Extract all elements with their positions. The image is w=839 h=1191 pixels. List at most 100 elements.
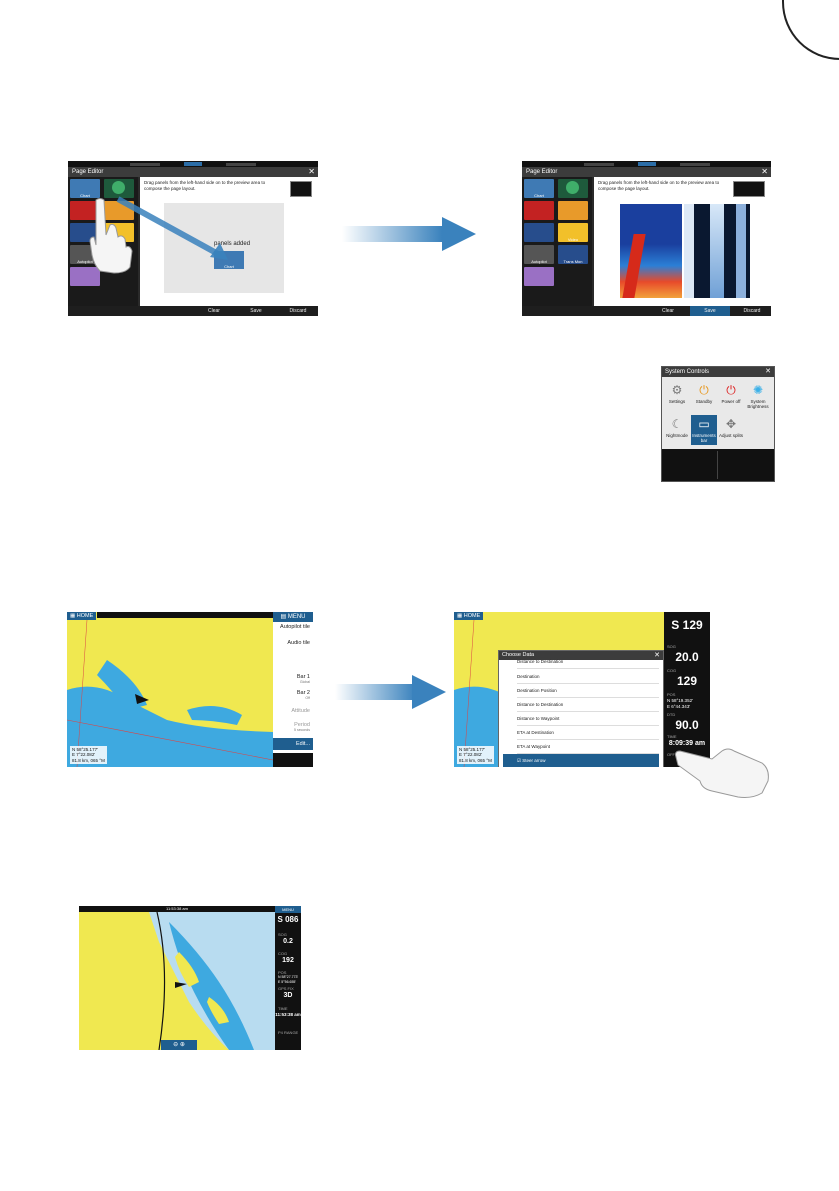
sonar-preview — [620, 204, 682, 298]
dialog-title: Page Editor✕ — [522, 167, 771, 177]
clear-button[interactable]: Clear — [208, 308, 220, 314]
instruments-bar-button[interactable]: ▭Instruments bar — [691, 415, 717, 445]
time-label: TIME — [278, 1006, 288, 1011]
home-icon: ▦ — [457, 613, 464, 619]
range-label: P4 RANGE — [278, 1030, 299, 1035]
autopilot-tile[interactable]: Autopilot — [524, 245, 554, 264]
layout-thumb[interactable] — [733, 181, 765, 197]
chart-tile[interactable]: Chart — [70, 179, 100, 198]
choose-data-screenshot: ▦ HOME N 58°25.177'E 7°22.082'81.8 km, 0… — [454, 612, 710, 767]
attitude-item[interactable]: Attitude — [291, 708, 310, 714]
instruments-bar: S 129 SOG 20.0 COG 129 POS N 58°19.352'E… — [664, 612, 710, 767]
transition-arrow-head — [442, 217, 476, 251]
status-bar — [68, 161, 318, 167]
discard-button[interactable]: Discard — [743, 308, 761, 314]
data-option[interactable]: ETA at Waypoint — [517, 740, 659, 754]
hand-pointer-icon — [675, 748, 769, 798]
editor-bottom-bar: Clear Save Discard — [68, 306, 318, 316]
video-tile[interactable]: Video — [558, 223, 588, 242]
save-button[interactable]: Save — [250, 308, 262, 314]
adjust-splits-button[interactable]: ✥Adjust splits — [718, 417, 743, 438]
preview-area[interactable]: Drag panels from the left-hand side on t… — [140, 177, 318, 306]
nav-tile[interactable] — [524, 267, 554, 286]
cog-label: COG — [667, 668, 677, 673]
editor-bottom-bar: Clear Save Discard — [522, 306, 771, 316]
preview-canvas[interactable]: panels added Chart — [164, 203, 284, 293]
close-icon[interactable]: ✕ — [654, 652, 660, 659]
standby-button[interactable]: ⏻Standby — [691, 381, 717, 411]
data-option[interactable]: Destination — [517, 670, 659, 684]
preview-placeholder-text: panels added — [214, 241, 251, 247]
sonichub-tile[interactable] — [524, 223, 554, 242]
radar-tile[interactable] — [104, 179, 134, 198]
transition-arrow-shaft — [342, 226, 442, 242]
data-option[interactable]: Distance to Waypoint — [517, 712, 659, 726]
sog-label: SOG — [667, 644, 676, 649]
status-bar — [522, 161, 771, 167]
nightmode-button[interactable]: ☾Nightmode — [664, 415, 690, 445]
home-button[interactable]: ▦ HOME — [67, 612, 97, 620]
hand-pointer-icon — [89, 198, 133, 274]
status-bar: 11:53:38 am — [79, 906, 275, 912]
chart-tile[interactable]: Chart — [524, 179, 554, 198]
close-icon[interactable]: ✕ — [765, 368, 771, 375]
background-screen — [662, 449, 774, 481]
cog-value: 192 — [282, 957, 294, 964]
menu-button[interactable]: ▤ MENU — [273, 612, 313, 622]
data-option[interactable]: Distance to Destination — [517, 698, 659, 712]
radar-tile[interactable] — [558, 179, 588, 198]
zoom-in-icon[interactable]: ⊕ — [179, 1042, 185, 1048]
sonar-tile[interactable] — [70, 201, 100, 220]
adjust-splits-icon: ✥ — [725, 417, 737, 431]
chart-map — [79, 912, 275, 1050]
data-option[interactable]: ETA at Destination — [517, 726, 659, 740]
nav-tile[interactable] — [70, 267, 100, 286]
close-icon[interactable]: ✕ — [761, 167, 768, 176]
heading-value: S 086 — [277, 915, 299, 924]
instruction-text: Drag panels from the left-hand side on t… — [598, 180, 720, 191]
save-button[interactable]: Save — [690, 306, 730, 316]
clear-button[interactable]: Clear — [662, 308, 674, 314]
sonar-tile[interactable] — [524, 201, 554, 220]
home-button[interactable]: ▦ HOME — [454, 612, 484, 620]
menu-button[interactable]: MENU — [275, 906, 301, 913]
zoom-controls: ⊖ ⊕ — [161, 1040, 197, 1050]
close-icon[interactable]: ✕ — [308, 167, 315, 176]
cog-value: 129 — [676, 674, 698, 688]
time-value: 11:53:38 am — [275, 1012, 301, 1017]
time-label: TIME — [667, 734, 677, 739]
dialog-title: Page Editor✕ — [68, 167, 318, 177]
structure-tile[interactable] — [558, 201, 588, 220]
discard-button[interactable]: Discard — [289, 308, 307, 314]
home-icon: ▦ — [70, 613, 77, 619]
sog-label: SOG — [278, 932, 287, 937]
instruments-bar: MENU S 086 SOG 0.2 COG 192 POS N 58°27.7… — [275, 906, 301, 1050]
zoom-out-icon[interactable]: ⊖ — [173, 1042, 179, 1048]
instruction-text: Drag panels from the left-hand side on t… — [144, 180, 266, 191]
settings-button[interactable]: ⚙Settings — [664, 381, 690, 411]
data-option[interactable]: Distance to Destination — [517, 655, 659, 669]
preview-area[interactable]: Drag panels from the left-hand side on t… — [594, 177, 771, 306]
gear-icon: ⚙ — [671, 383, 683, 397]
edit-item[interactable]: Edit... — [273, 738, 313, 750]
choose-data-dialog: Choose Data✕ Distance to Destination Des… — [498, 650, 664, 767]
cog-label: COG — [278, 951, 288, 956]
pos-value: N 58°27.773'E 5°56.655' — [278, 975, 299, 984]
pos-label: POS — [278, 970, 287, 975]
trans-mon-tile[interactable]: Trans Mon — [558, 245, 588, 264]
transition-arrow-shaft — [335, 684, 415, 700]
sog-value: 0.2 — [283, 938, 293, 945]
layout-thumb[interactable] — [290, 181, 312, 197]
chart-instruments-screenshot: 11:53:38 am ⊖ ⊕ MENU S 086 SOG 0.2 COG 1… — [79, 906, 301, 1050]
data-option[interactable]: Destination Position — [517, 684, 659, 698]
dialog-title: System Controls✕ — [662, 367, 774, 377]
autopilot-tile-item[interactable]: Autopilot tile — [280, 624, 310, 630]
audio-tile-item[interactable]: Audio tile — [287, 640, 310, 646]
dialog-title: Choose Data✕ — [499, 651, 663, 660]
power-off-button[interactable]: ⏻Power off — [718, 381, 744, 411]
data-option-selected[interactable]: ☑ Steer arrow — [503, 754, 659, 767]
system-brightness-button[interactable]: ✺System Brightness — [745, 381, 771, 411]
